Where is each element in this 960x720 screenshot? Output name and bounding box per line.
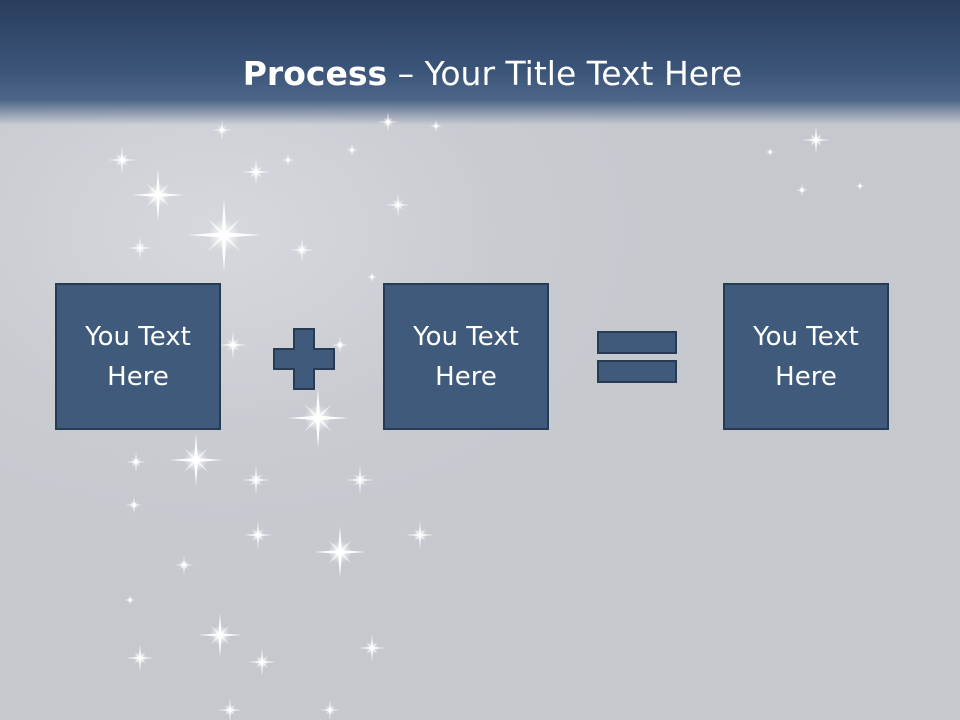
sparkle-star xyxy=(128,236,152,260)
sparkle-star xyxy=(174,555,194,575)
sparkle-star xyxy=(282,154,294,166)
sparkle-star xyxy=(170,434,222,486)
sparkle-star xyxy=(314,526,366,578)
sparkle-star xyxy=(358,634,386,662)
sparkle-star xyxy=(378,112,398,132)
sparkle-star xyxy=(242,158,270,186)
sparkle-star xyxy=(126,452,146,472)
sparkle-star xyxy=(219,331,247,359)
sparkle-star xyxy=(218,698,242,720)
sparkle-star xyxy=(126,497,142,513)
equals-icon xyxy=(597,331,677,383)
sparkle-star xyxy=(332,337,348,353)
sparkle-star xyxy=(430,120,442,132)
sparkle-star xyxy=(856,182,864,190)
sparkle-star xyxy=(796,184,808,196)
sparkle-star xyxy=(244,521,272,549)
process-box-2[interactable]: You Text Here xyxy=(383,283,549,430)
process-box-1-text: You Text Here xyxy=(85,321,191,392)
sparkle-star xyxy=(108,146,136,174)
sparkle-star xyxy=(406,521,434,549)
sparkle-star xyxy=(188,199,260,271)
sparkle-star xyxy=(212,120,232,140)
title-bold: Process xyxy=(242,54,388,93)
process-box-3-text: You Text Here xyxy=(753,321,859,392)
sparkle-star xyxy=(766,148,774,156)
sparkle-star xyxy=(248,648,276,676)
sparkle-star xyxy=(242,466,270,494)
sparkle-star xyxy=(288,388,348,448)
sparkle-star xyxy=(126,644,154,672)
sparkle-star xyxy=(346,466,374,494)
process-box-2-text: You Text Here xyxy=(413,321,519,392)
sparkle-star xyxy=(802,126,830,154)
title-rest: – Your Title Text Here xyxy=(387,54,743,93)
sparkle-star xyxy=(290,238,314,262)
plus-icon xyxy=(273,328,335,390)
process-box-1[interactable]: You Text Here xyxy=(55,283,221,430)
sparkle-star xyxy=(346,144,358,156)
header-band xyxy=(0,0,960,125)
process-box-3[interactable]: You Text Here xyxy=(723,283,889,430)
sparkle-star xyxy=(125,595,135,605)
sparkle-star xyxy=(132,169,184,221)
sparkle-star xyxy=(320,700,340,720)
sparkle-star xyxy=(198,613,242,657)
sparkle-star xyxy=(367,272,377,282)
sparkle-star xyxy=(386,193,410,217)
slide-title: Process – Your Title Text Here xyxy=(0,52,960,96)
